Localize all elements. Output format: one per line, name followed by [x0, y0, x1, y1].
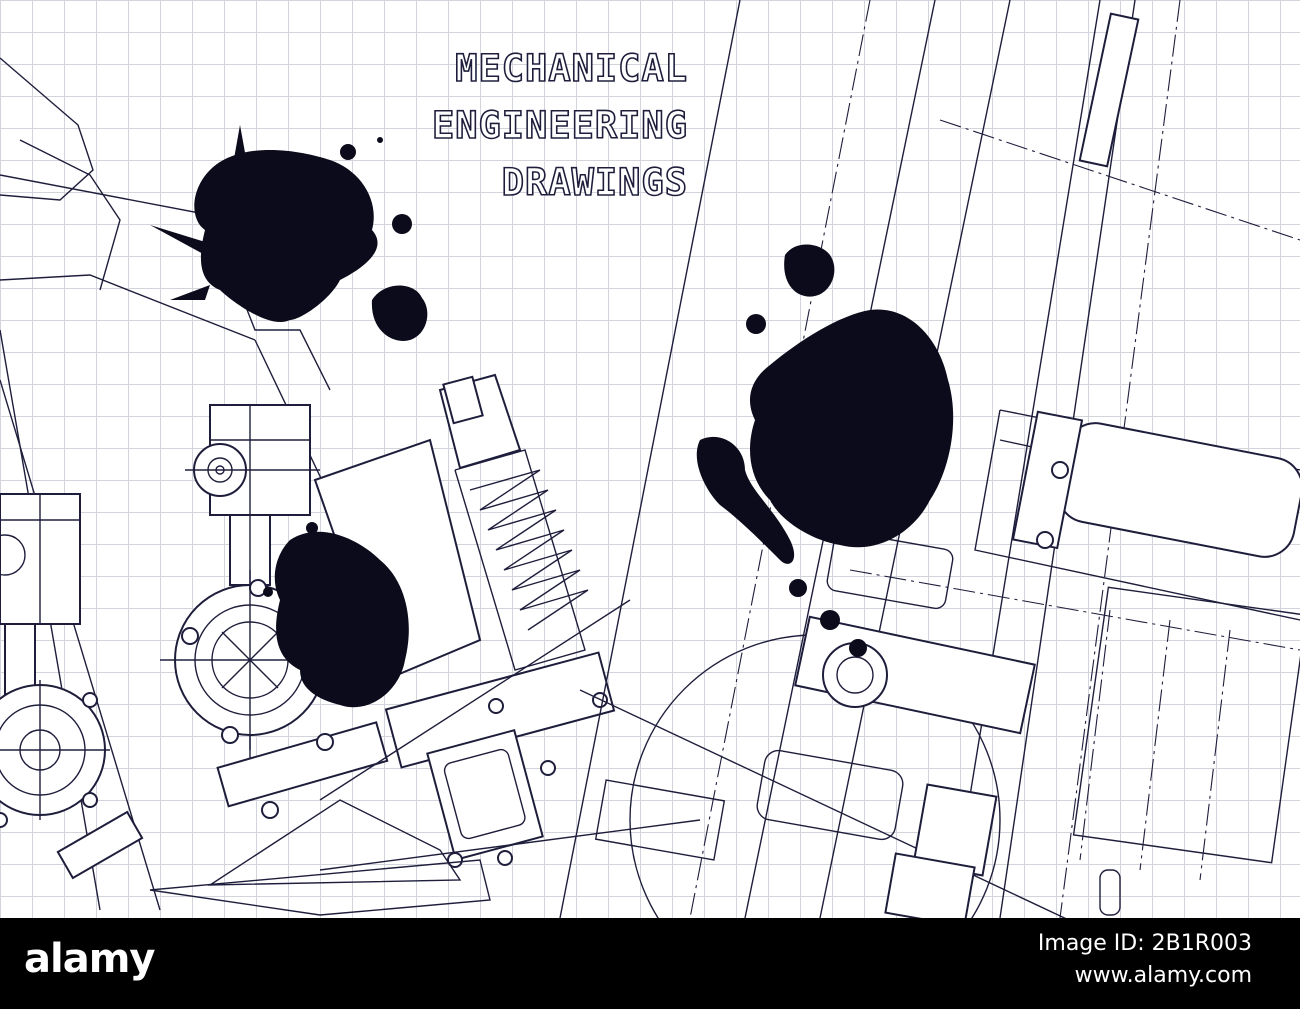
blueprint-canvas: MECHANICAL ENGINEERING DRAWINGS — [0, 0, 1300, 918]
watermark-footer: alamy Image ID: 2B1R003 www.alamy.com — [0, 918, 1300, 1009]
ink-splatter-middle — [263, 522, 409, 708]
image-id-label: Image ID: 2B1R003 — [1037, 931, 1252, 956]
ink-splatter-top — [150, 125, 428, 341]
engineering-drawing — [0, 0, 1300, 918]
title-line-drawings: DRAWINGS — [501, 160, 688, 205]
drawing-title: MECHANICAL ENGINEERING DRAWINGS — [431, 40, 688, 211]
brand-logo: alamy — [24, 936, 155, 982]
base-plates — [149, 599, 701, 916]
ink-splatter-right — [696, 244, 954, 657]
spring-valve — [313, 373, 616, 868]
site-url: www.alamy.com — [1074, 963, 1252, 988]
title-line-engineering: ENGINEERING — [431, 103, 688, 148]
right-assembly — [559, 0, 1300, 918]
left-valve — [0, 493, 144, 880]
title-line-mechanical: MECHANICAL — [454, 46, 688, 91]
image-id-block: Image ID: 2B1R003 www.alamy.com — [1038, 928, 1252, 992]
